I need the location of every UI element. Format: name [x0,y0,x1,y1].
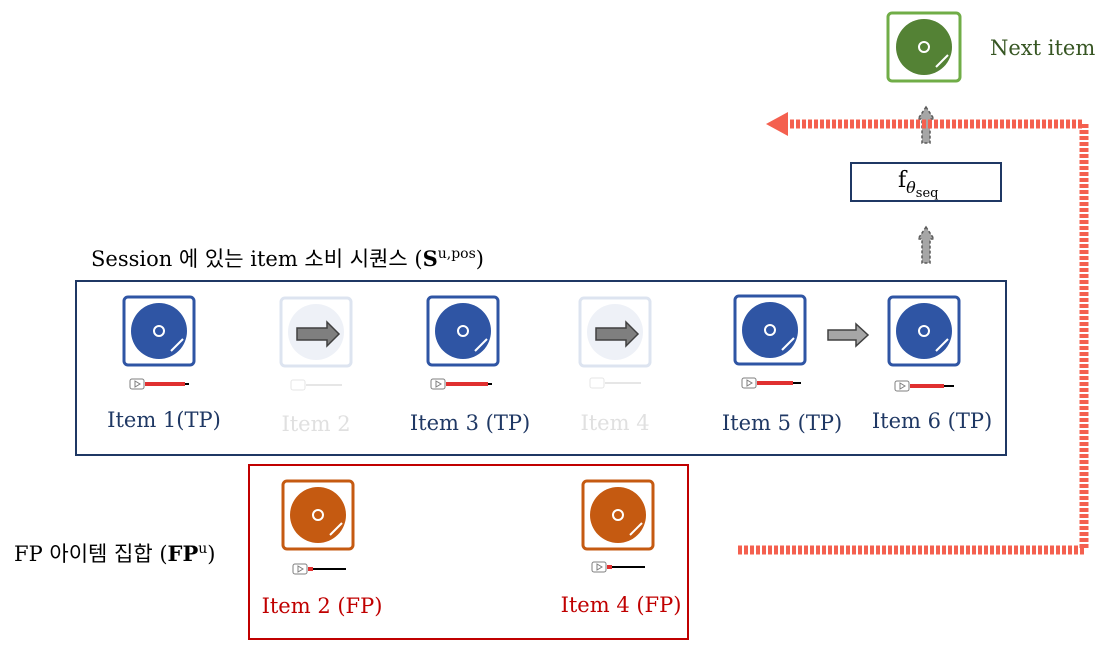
fp-item-4-progress [591,558,647,577]
item-5-progress [741,374,803,393]
item-5-icon [733,294,807,370]
session-title: Session 에 있는 item 소비 시퀀스 (Su,pos) [91,246,484,271]
model-sub: seq [915,186,939,201]
item-4-faded-icon [578,296,652,372]
model-box: fθseq [850,162,1002,202]
next-item-icon [886,11,962,87]
model-theta: θ [906,178,916,197]
item-6-icon [887,295,961,371]
item-3-icon [426,295,500,371]
item-5-label: Item 5 (TP) [721,411,843,435]
item-6-label: Item 6 (TP) [871,409,993,433]
item-2-label: Item 2 [281,412,351,436]
item-3-label: Item 3 (TP) [409,411,531,435]
item-4-progress [589,374,643,393]
fp-title: FP 아이템 집합 (FPu) [14,541,216,566]
fp-item-2-icon [281,479,355,555]
item-1-icon [122,295,196,371]
item-1-progress [129,375,191,394]
right-arrow-icon [826,322,870,352]
item-6-progress [894,377,956,396]
item-3-progress [430,375,494,394]
fp-item-2-label: Item 2 (FP) [261,594,383,618]
fp-item-4-icon [581,479,655,555]
feedback-arrow [730,108,1100,572]
item-2-faded-icon [279,296,353,372]
item-4-label: Item 4 [580,411,650,435]
session-box [75,280,1007,456]
model-f: f [898,168,907,193]
next-item-label: Next item [990,36,1096,60]
up-arrow-icon [916,225,936,269]
item-1-label: Item 1(TP) [107,408,221,432]
fp-box [248,464,689,640]
fp-item-2-progress [292,560,348,579]
item-2-progress [290,376,344,395]
fp-item-4-label: Item 4 (FP) [560,593,682,617]
